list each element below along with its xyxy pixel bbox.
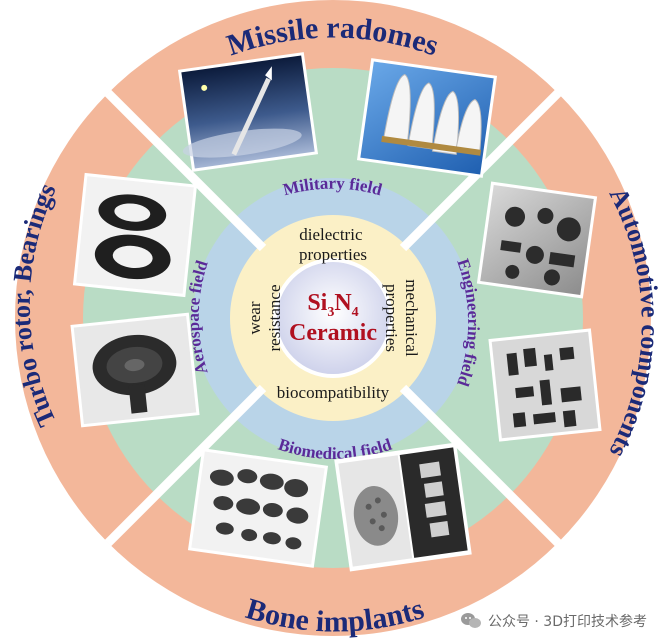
watermark: 公众号 · 3D打印技术参考 [460,611,647,631]
spinal-implant-photo [334,442,472,572]
missile-photo [177,52,319,172]
radome-cones-photo [356,58,498,178]
bearing-photo [72,172,198,298]
svg-text:mechanical: mechanical [402,279,421,357]
watermark-text: 公众号 · 3D打印技术参考 [487,614,647,630]
center-formula: Si3N4 [307,290,358,320]
property-dielectric: dielectric properties [299,225,367,264]
property-wear: wear resistance [245,284,284,351]
auto-parts-photo [476,181,598,299]
property-mechanical: mechanical properties [382,279,421,357]
wechat-icon [460,612,482,630]
center-ceramic: Ceramic [289,320,377,346]
svg-text:resistance: resistance [265,284,284,351]
svg-text:wear: wear [245,301,264,334]
turbo-rotor-photo [70,312,200,428]
svg-text:properties: properties [382,284,401,352]
quadrant-dividers [104,89,562,547]
ceramic-pellets-photo [187,448,329,568]
property-biocompatibility: biocompatibility [277,383,390,402]
center-circle [273,258,393,378]
auto-small-parts-photo [488,328,602,442]
